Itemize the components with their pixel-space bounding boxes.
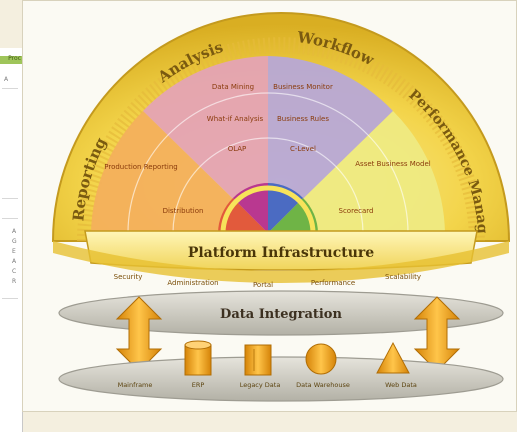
source-legacy-shape — [244, 344, 272, 376]
divider — [2, 218, 18, 219]
side-letter: A — [12, 258, 17, 265]
diagram-frame: Reporting Analysis Workflow Performance … — [22, 0, 517, 412]
label-business-rules: Business Rules — [277, 115, 329, 123]
source-label-legacy-data: Legacy Data — [240, 381, 281, 389]
side-letter: C — [12, 268, 17, 275]
source-label-mainframe: Mainframe — [118, 381, 153, 389]
label-scorecard: Scorecard — [339, 207, 374, 215]
platform-item-portal: Portal — [253, 281, 273, 289]
side-letter: G — [12, 238, 17, 245]
wheel-rim — [220, 185, 316, 234]
side-letter: A — [12, 228, 17, 235]
side-letter: E — [12, 248, 16, 255]
bi-platform-diagram: Reporting Analysis Workflow Performance … — [23, 1, 511, 402]
label-business-monitor: Business Monitor — [273, 83, 333, 91]
platform-item-scalability: Scalability — [385, 273, 421, 281]
source-label-data-warehouse: Data Warehouse — [296, 381, 350, 389]
divider — [2, 198, 18, 199]
platform-base — [53, 241, 509, 283]
platform-item-performance: Performance — [311, 279, 355, 287]
source-erp-shape — [184, 340, 212, 376]
source-warehouse-shape — [305, 343, 337, 375]
sources-disk — [58, 356, 504, 402]
platform-item-security: Security — [114, 273, 143, 281]
side-letter: R — [12, 278, 17, 285]
label-distribution: Distribution — [163, 207, 204, 215]
data-integration-title: Data Integration — [220, 307, 342, 322]
divider — [2, 88, 18, 89]
background-window-header — [0, 56, 22, 64]
inner-ring — [127, 92, 409, 234]
label-production-reporting: Production Reporting — [104, 163, 178, 171]
label-data-mining: Data Mining — [212, 83, 254, 91]
sector-performance — [268, 111, 445, 233]
label-what-if: What-if Analysis — [207, 115, 264, 123]
platform-title: Platform Infrastructure — [188, 245, 374, 261]
data-integration-disk — [58, 290, 504, 336]
arrow-left — [115, 296, 163, 372]
background-window: Proc A A G E A C R — [0, 48, 23, 432]
label-olap: OLAP — [228, 145, 247, 153]
sector-workflow — [268, 56, 393, 233]
label-c-level: C-Level — [290, 145, 316, 153]
source-label-erp: ERP — [192, 381, 205, 389]
background-window-header-text: Proc — [8, 55, 21, 62]
side-letter: A — [4, 76, 9, 83]
sector-reporting — [91, 111, 268, 233]
platform-item-administration: Administration — [167, 279, 218, 287]
source-label-web-data: Web Data — [385, 381, 417, 389]
arrow-right — [413, 296, 461, 372]
label-asset-business-model: Asset Business Model — [355, 160, 431, 168]
divider — [2, 298, 18, 299]
inner-ring — [172, 137, 364, 234]
sector-analysis — [143, 56, 268, 233]
dome-ring — [77, 37, 485, 242]
source-web-shape — [376, 341, 410, 374]
